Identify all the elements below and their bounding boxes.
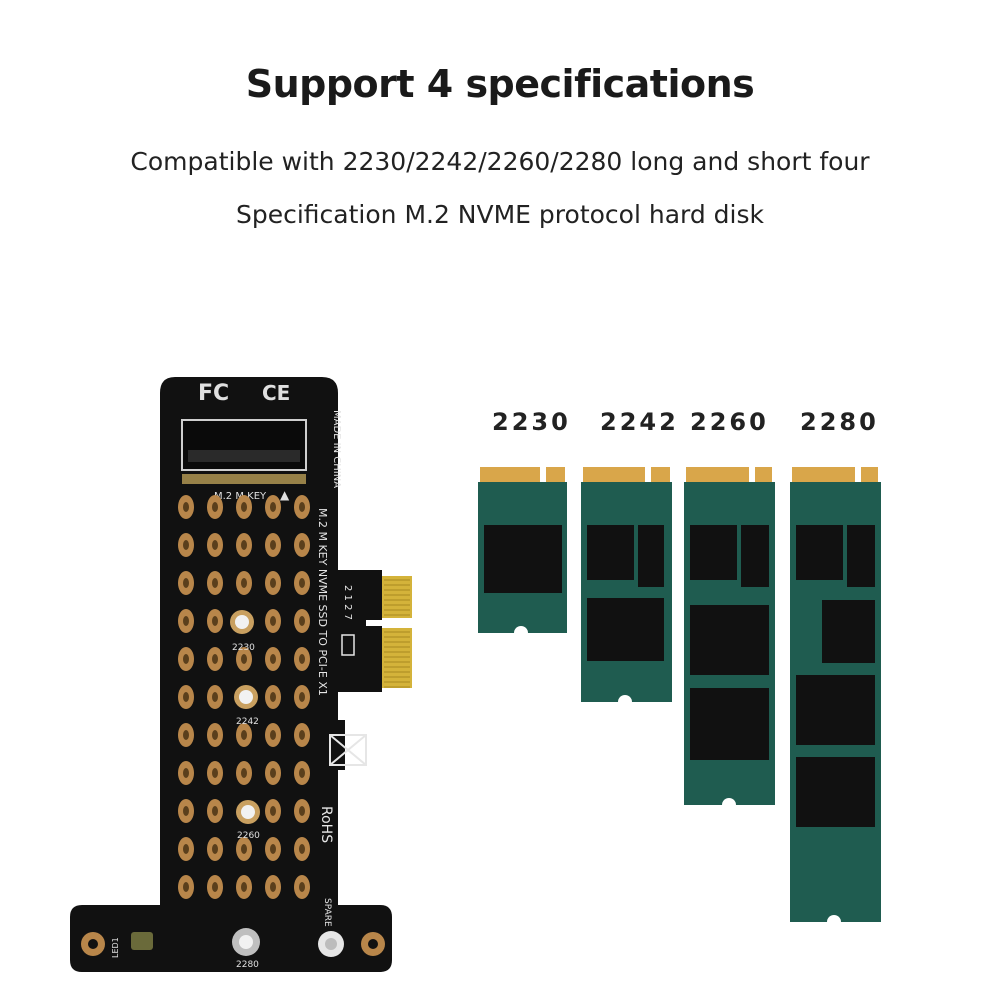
copper-pad-center [212,692,218,702]
ce-logo: CE [262,381,290,405]
mount-hole-2242 [234,685,258,709]
copper-pad-center [183,616,189,626]
copper-pad-center [299,578,305,588]
copper-pad-center [270,844,276,854]
weee-bin-icon [329,734,367,766]
fcc-logo: FC [198,381,229,406]
hole-label: 2280 [236,960,259,970]
m2-slot [181,419,307,471]
hole-label: 2260 [237,831,260,841]
pcie-gold-fingers [382,576,412,688]
copper-pad-center [183,730,189,740]
copper-pad-center [241,578,247,588]
copper-pad-center [241,654,247,664]
copper-pad-center [183,844,189,854]
m2-slot-contacts [188,450,300,462]
copper-pad-center [270,768,276,778]
ssd-2230 [478,467,567,633]
page-title: Support 4 specifications [245,62,755,106]
subtitle-line-1: Compatible with 2230/2242/2260/2280 long… [130,147,870,176]
copper-pad-center [183,882,189,892]
copper-pad-center [241,502,247,512]
copper-pad-center [299,730,305,740]
copper-pad-center [241,882,247,892]
copper-pad-center [212,540,218,550]
copper-pad-center [270,806,276,816]
copper-pad-center [270,654,276,664]
ssd-size-label: 2280 [800,408,879,436]
spare-label: SPARE [322,898,332,927]
m2-slot-pins [182,474,306,484]
led-label: LED1 [111,937,120,958]
copper-pad-center [183,806,189,816]
ssd-size-label: 2260 [690,408,769,436]
copper-pad-center [270,882,276,892]
copper-pad-center [299,806,305,816]
component-outline [341,634,355,656]
hole-label: 2230 [232,643,255,653]
rohs-label: RoHS [318,806,334,843]
copper-pad-center [241,730,247,740]
ssd-size-label: 2230 [492,408,571,436]
spare-hole [318,931,344,957]
copper-pad-center [212,882,218,892]
copper-pad-center [270,692,276,702]
led-component [131,932,153,950]
copper-pad-center [183,578,189,588]
copper-pad-center [299,502,305,512]
ssd-2260 [684,467,775,805]
copper-pad-center [212,768,218,778]
copper-pad-center [270,502,276,512]
copper-pad-center [299,844,305,854]
up-arrow-icon: ▲ [280,488,290,502]
copper-pad-center [212,616,218,626]
card-description: M.2 M KEY NVME SSD TO PCI-E X1 [316,508,329,696]
mount-hole-2260 [236,800,260,824]
copper-pad-center [212,502,218,512]
copper-pad-center [183,768,189,778]
copper-pad-center [299,882,305,892]
copper-pad-center [270,730,276,740]
pcb-board [70,377,392,972]
mount-hole-2280 [232,928,260,956]
ssd-size-label: 2242 [600,408,679,436]
copper-pad-center [241,844,247,854]
copper-pad-center [183,692,189,702]
copper-pad-center [183,540,189,550]
subtitle-line-2: Specification M.2 NVME protocol hard dis… [235,200,764,229]
copper-pad-center [212,730,218,740]
copper-pad-center [212,578,218,588]
pad-grid [178,495,310,899]
made-in-label: MADE IN CHINA [331,410,342,488]
copper-pad-center [299,540,305,550]
hole-label: 2242 [236,717,259,727]
copper-pad-center [212,844,218,854]
copper-pad-center [299,654,305,664]
copper-pad-center [270,616,276,626]
copper-pad-center [270,578,276,588]
ssd-2280 [790,467,881,922]
copper-pad-center [183,502,189,512]
copper-pad-center [241,768,247,778]
copper-pad-center [183,654,189,664]
adapter-card: FC CE M.2 M KEY ▲ 2230 2242 2260 2280 [70,377,412,972]
copper-pad-center [212,806,218,816]
ssd-2242 [581,467,672,702]
copper-pad-center [241,540,247,550]
date-code: 2 1 2 7 [342,585,353,620]
copper-pad-center [299,768,305,778]
copper-pad-center [299,692,305,702]
mount-hole-2230 [230,610,254,634]
copper-pad-center [299,616,305,626]
copper-pad-center [212,654,218,664]
copper-pad-center [270,540,276,550]
